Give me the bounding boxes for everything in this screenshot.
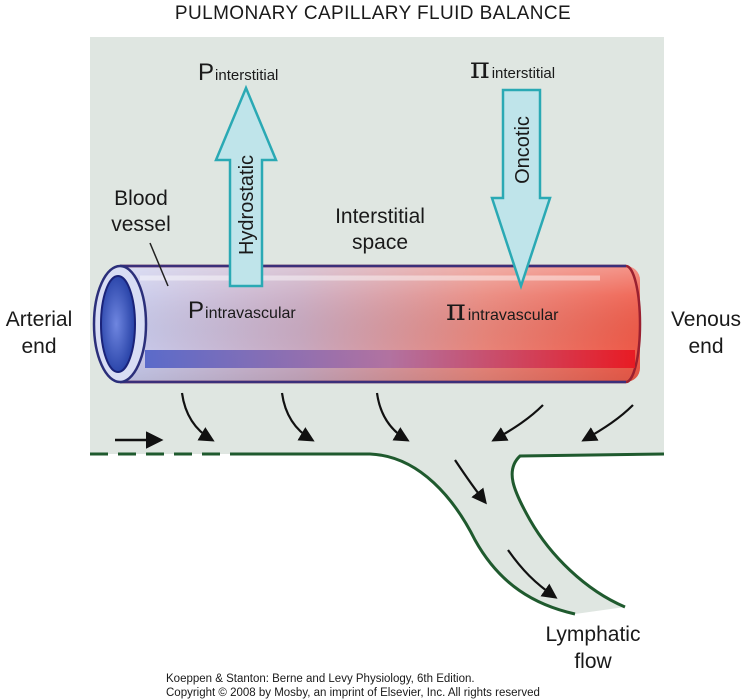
blood-vessel-label-line1: Blood (114, 187, 168, 210)
oncotic-label: Oncotic (512, 116, 534, 184)
reabsorption-arrow-1 (491, 404, 544, 442)
oncotic-arrow (490, 88, 552, 290)
lymphatic-vessel (90, 454, 664, 614)
lymphatic-wall-left (235, 452, 576, 616)
lymph-flow-arrow-1 (454, 459, 487, 505)
blood-vessel (92, 264, 642, 384)
lymph-flow-arrow-2 (507, 549, 558, 599)
arterial-end-label-line2: end (21, 335, 56, 358)
arterial-end-label-line1: Arterial (6, 308, 73, 331)
venous-end-label-line2: end (688, 335, 723, 358)
venous-end-label-line1: Venous (671, 308, 741, 331)
interstitial-region (90, 37, 664, 454)
credit-line-1: Koeppen & Stanton: Berne and Levy Physio… (166, 673, 475, 685)
reabsorption-arrow-2 (581, 404, 634, 442)
filtration-arrow-1 (180, 392, 215, 442)
hydrostatic-label: Hydrostatic (236, 155, 258, 255)
p-interstitial-label: Pinterstitial (198, 59, 278, 86)
lymphatic-flow-label-line2: flow (574, 650, 612, 673)
diagram-title: PULMONARY CAPILLARY FLUID BALANCE (175, 3, 571, 24)
lymphatic-wall-right (510, 452, 665, 609)
filtration-arrow-2 (280, 392, 315, 442)
blood-vessel-label-line2: vessel (111, 213, 171, 236)
hydrostatic-arrow (214, 84, 278, 288)
blood-vessel-leader (149, 242, 169, 287)
lymphatic-flow-label-line1: Lymphatic (546, 623, 641, 646)
p-intravascular-label: Pintravascular (188, 297, 296, 324)
interstitial-space-label-line2: space (352, 231, 408, 254)
filtration-arrows (180, 392, 634, 599)
filtration-arrow-3 (375, 392, 410, 442)
interstitial-space-label-line1: Interstitial (335, 205, 425, 228)
credit-line-2: Copyright © 2008 by Mosby, an imprint of… (166, 687, 540, 699)
